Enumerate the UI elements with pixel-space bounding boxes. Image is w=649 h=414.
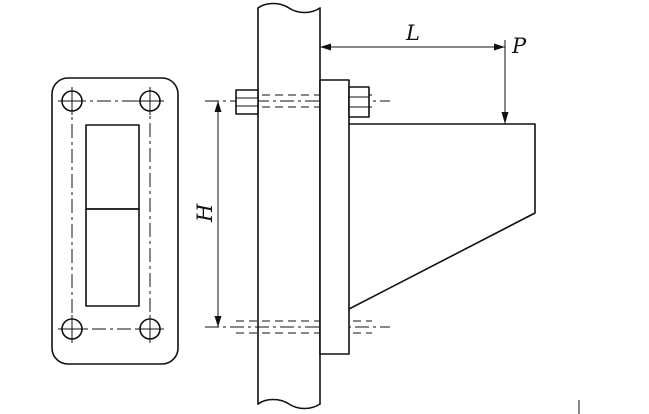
column-section xyxy=(257,2,321,410)
bracket-flange-plate xyxy=(319,79,350,355)
dimension-l xyxy=(319,40,505,80)
dimension-h xyxy=(214,101,222,327)
load-arrow-p xyxy=(501,40,509,124)
bracket-web xyxy=(348,123,536,310)
bolt-pattern-centerline xyxy=(71,100,151,330)
base-plate-front-view xyxy=(51,77,179,365)
bolt-hole-top-left xyxy=(58,87,86,115)
bracket-web-edge xyxy=(524,212,536,219)
bolt-hole-bottom-right xyxy=(136,315,164,343)
bolt-hole-bottom-left xyxy=(58,315,86,343)
bolt-hole-top-right xyxy=(136,87,164,115)
web-opening-upper xyxy=(85,124,140,210)
base-plate-outline xyxy=(51,77,179,365)
upper-bolt-nut-right xyxy=(348,86,370,118)
upper-bolt-nut-left xyxy=(235,89,259,115)
dimension-l-label: L xyxy=(405,21,420,45)
dimension-h-label: H xyxy=(193,203,217,223)
web-opening-lower xyxy=(85,208,140,307)
load-label: P xyxy=(511,34,527,58)
